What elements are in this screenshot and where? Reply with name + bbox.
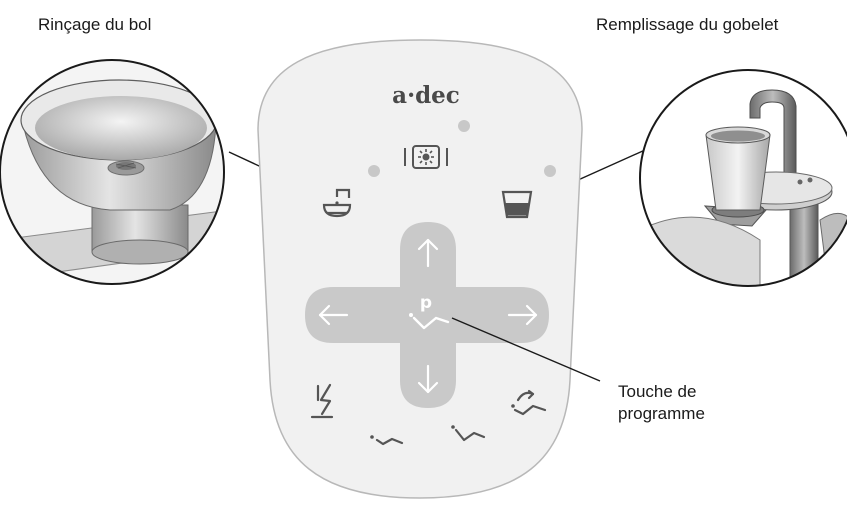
chair-down-button[interactable] xyxy=(417,364,439,394)
cup-fill-icon xyxy=(501,190,533,219)
bowl-rinse-button[interactable] xyxy=(322,188,352,218)
program-chair-icon: p xyxy=(409,293,450,330)
program-key-label-line1: Touche de xyxy=(618,382,697,401)
light-indicator xyxy=(458,120,470,132)
chair-back-up-button[interactable] xyxy=(507,304,538,326)
bowl-rinse-illustration xyxy=(0,59,225,285)
program-button[interactable]: p xyxy=(409,293,450,330)
chair-up-button[interactable] xyxy=(417,238,439,268)
cup-fill-button[interactable] xyxy=(501,190,533,219)
chair-treatment-button[interactable] xyxy=(451,425,486,442)
bowl-rinse-icon xyxy=(322,188,352,218)
arrow-down-icon xyxy=(417,364,439,394)
emergency-stop-icon xyxy=(310,383,334,419)
cup-fill-label: Remplissage du gobelet xyxy=(596,15,779,34)
chair-return-button[interactable] xyxy=(511,389,547,416)
cup-fill-illustration xyxy=(639,69,847,287)
chair-back-down-button[interactable] xyxy=(318,304,349,326)
emergency-stop-button[interactable] xyxy=(310,383,334,419)
program-key-label-line2: programme xyxy=(618,404,705,423)
brand-logo: a·dec xyxy=(392,82,460,109)
chair-entry-exit-button[interactable] xyxy=(370,435,404,446)
arrow-left-icon xyxy=(318,304,349,326)
bowl-rinse-label: Rinçage du bol xyxy=(38,15,152,34)
cup-fill-indicator xyxy=(544,165,556,177)
arrow-up-icon xyxy=(417,238,439,268)
directional-touchpad xyxy=(305,222,549,408)
chair-treatment-icon xyxy=(451,425,486,442)
arrow-right-icon xyxy=(507,304,538,326)
operatory-light-button[interactable] xyxy=(404,145,448,169)
chair-return-icon xyxy=(511,389,547,416)
bowl-rinse-indicator xyxy=(368,165,380,177)
program-key-label: Touche de programme xyxy=(618,381,705,425)
program-key-leader xyxy=(451,317,601,382)
operatory-light-icon xyxy=(404,145,448,169)
program-letter: p xyxy=(420,293,432,313)
chair-entry-exit-icon xyxy=(370,435,404,446)
